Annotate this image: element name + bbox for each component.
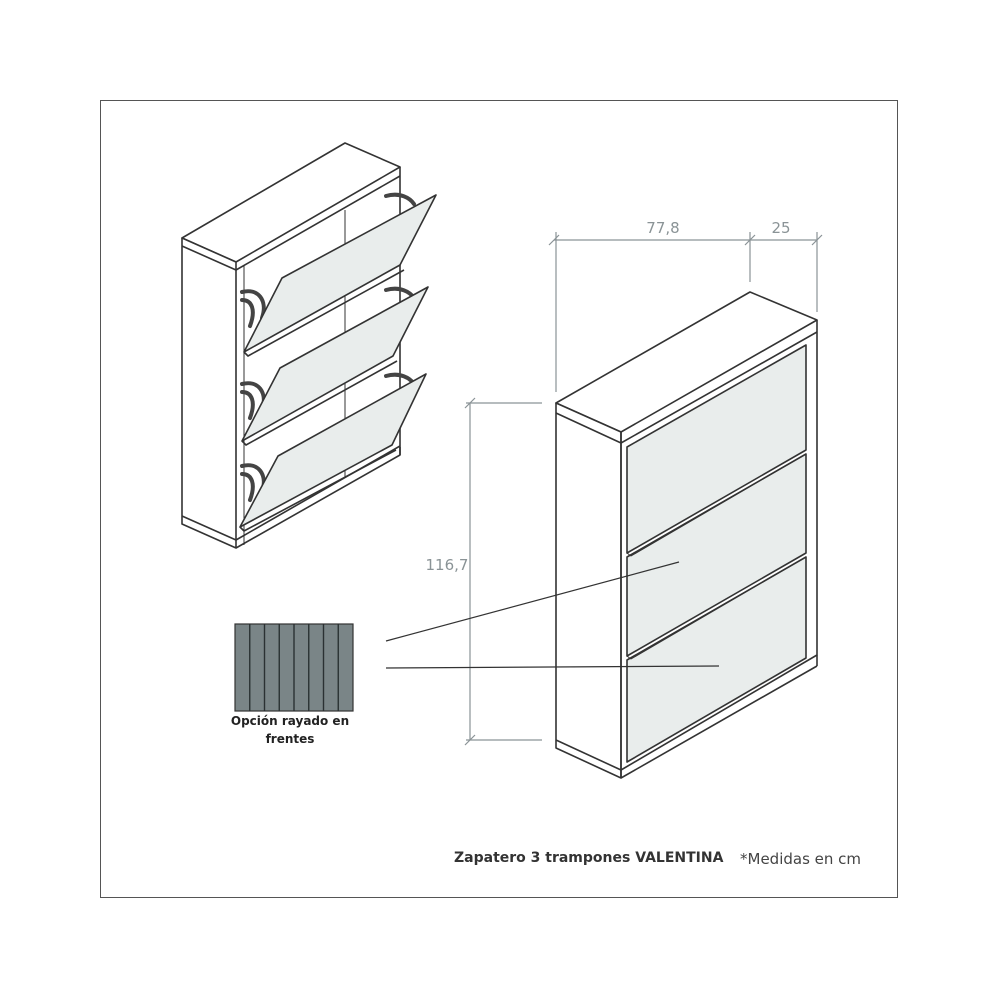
leader-line-upper bbox=[385, 561, 680, 642]
closed-doors bbox=[626, 344, 807, 763]
closed-cabinet-side bbox=[555, 402, 622, 779]
hinge-icon bbox=[240, 390, 255, 420]
open-cabinet-bottom bbox=[235, 447, 401, 549]
hinge-icon bbox=[384, 192, 416, 206]
height-label: 116,7 bbox=[426, 556, 469, 574]
hinge-icon bbox=[240, 472, 255, 502]
open-door-middle-edge bbox=[241, 360, 398, 446]
closed-cabinet-drawing bbox=[555, 291, 818, 779]
open-door-middle bbox=[241, 286, 429, 442]
open-door-top bbox=[243, 194, 437, 353]
product-title: Zapatero 3 trampones VALENTINA bbox=[454, 850, 724, 866]
hinge-icon bbox=[240, 298, 255, 328]
open-door-top-edge bbox=[243, 269, 405, 357]
tick bbox=[464, 397, 476, 409]
closed-cabinet-bottom-edge bbox=[555, 739, 622, 771]
swatch-caption-line2: frentes bbox=[265, 732, 315, 746]
tick bbox=[811, 234, 823, 246]
swatch-caption-line1: Opción rayado en bbox=[230, 714, 350, 728]
stripe-swatch bbox=[234, 623, 354, 712]
width-label: 77,8 bbox=[646, 219, 679, 237]
swatch-caption: Opción rayado en frentes bbox=[210, 712, 370, 748]
open-door-bottom bbox=[239, 373, 427, 528]
open-cabinet-drawing bbox=[181, 142, 401, 549]
leader-lines bbox=[385, 561, 720, 669]
leader-line-lower bbox=[385, 665, 720, 669]
door-gap-2 bbox=[626, 556, 807, 660]
open-door-bottom-edge bbox=[239, 449, 397, 532]
tick bbox=[464, 734, 476, 746]
units-note: *Medidas en cm bbox=[740, 850, 862, 868]
door-gap-1 bbox=[626, 453, 807, 557]
dimension-lines bbox=[464, 232, 823, 746]
closed-cabinet-base bbox=[620, 665, 818, 779]
tick bbox=[548, 234, 560, 246]
open-cabinet-side bbox=[181, 237, 237, 549]
closed-door-top bbox=[626, 344, 807, 554]
open-doors bbox=[239, 194, 437, 532]
open-cabinet-top-edge bbox=[181, 175, 401, 271]
depth-label: 25 bbox=[771, 219, 790, 237]
drawing-frame bbox=[100, 100, 898, 898]
